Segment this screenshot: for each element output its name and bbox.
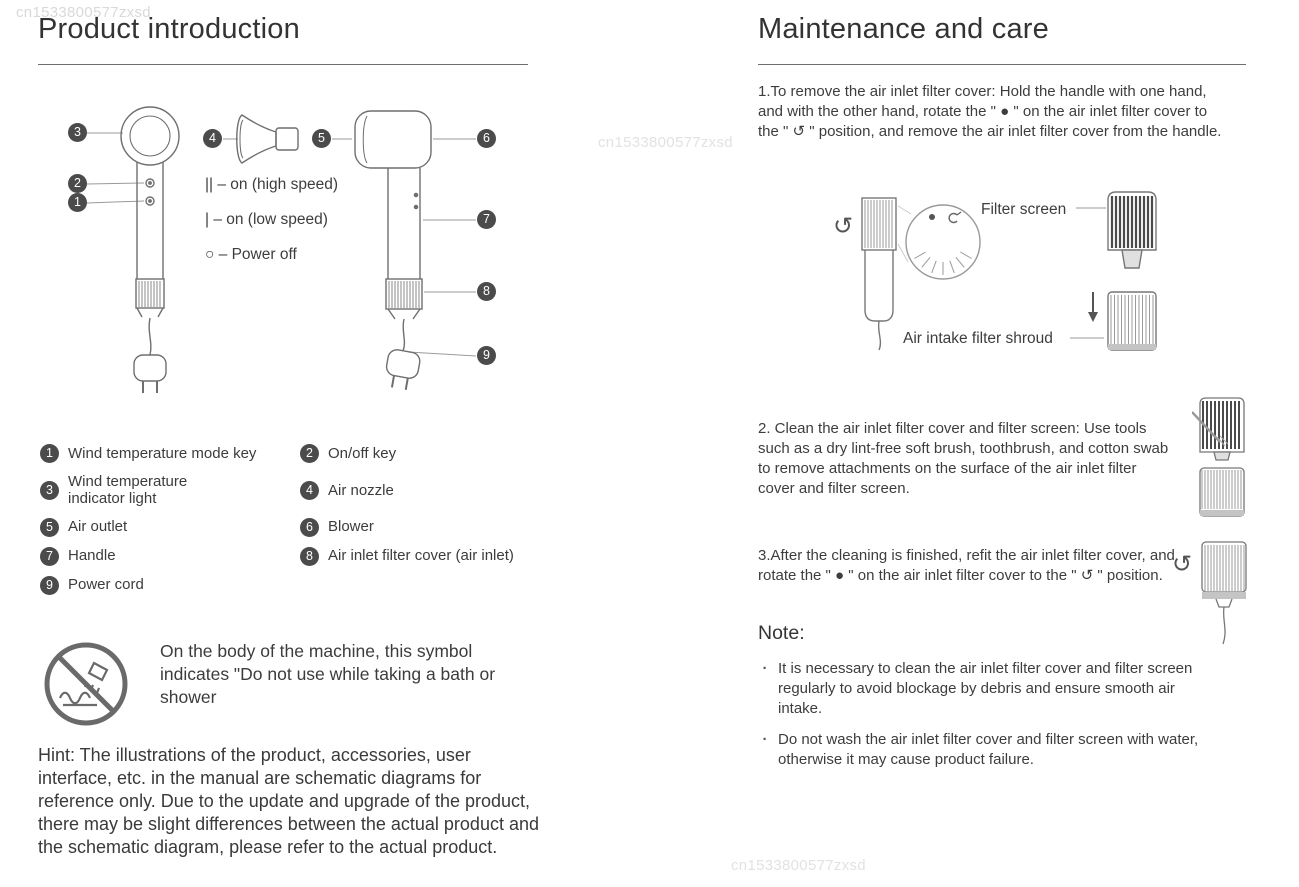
part-number: 6	[300, 517, 319, 537]
legend-high-speed: || – on (high speed)	[205, 176, 338, 193]
watermark: cn1533800577zxsd	[731, 857, 866, 874]
cleaning-illustration	[1191, 397, 1245, 517]
rotate-arrow-icon: ↺	[1172, 551, 1193, 578]
filter-removal-illustration	[861, 191, 1157, 351]
part-label: Air nozzle	[328, 481, 394, 499]
page-title-right: Maintenance and care	[758, 13, 1049, 45]
hint-text: Hint: The illustrations of the product, …	[38, 745, 539, 857]
part-label: Air outlet	[68, 518, 128, 536]
watermark: cn1533800577zxsd	[598, 134, 733, 151]
part-item-7: 7 Handle	[40, 546, 300, 566]
part-item-8: 8 Air inlet filter cover (air inlet)	[300, 546, 548, 566]
no-shower-warning: On the body of the machine, this symbol …	[42, 640, 522, 728]
page-title-left: Product introduction	[38, 13, 300, 45]
part-number: 3	[40, 480, 59, 500]
maintenance-step-2: 2. Clean the air inlet filter cover and …	[758, 420, 1169, 497]
warning-text: On the body of the machine, this symbol …	[160, 641, 496, 707]
part-number: 8	[300, 546, 319, 566]
maintenance-step-3: 3.After the cleaning is finished, refit …	[758, 547, 1175, 584]
hair-dryer-illustration	[86, 106, 477, 393]
callout-2: 2	[68, 174, 87, 193]
callout-6: 6	[477, 129, 496, 148]
part-item-9: 9 Power cord	[40, 575, 300, 595]
callout-9: 9	[477, 346, 496, 365]
hair-dryer-diagram: 1 2 3 4 5 6 7 8 9 || – on (high speed) |…	[40, 95, 540, 430]
cleaning-diagram	[1191, 396, 1252, 521]
note-text: It is necessary to clean the air inlet f…	[778, 660, 1193, 717]
callout-4: 4	[203, 129, 222, 148]
part-label: Power cord	[68, 576, 144, 594]
note-item: · Do not wash the air inlet filter cover…	[760, 730, 1212, 770]
part-label: Wind temperature mode key	[68, 444, 257, 462]
rotate-arrow-icon: ↺	[833, 213, 854, 240]
part-label: Handle	[68, 547, 116, 565]
part-label: Air inlet filter cover (air inlet)	[328, 547, 514, 565]
dryer-front-view	[120, 106, 180, 393]
callout-8: 8	[477, 282, 496, 301]
notes-list: · It is necessary to clean the air inlet…	[760, 659, 1212, 781]
part-number: 9	[40, 575, 59, 595]
maintenance-step-1: 1.To remove the air inlet filter cover: …	[758, 83, 1222, 140]
filter-screen-label: Filter screen	[981, 201, 1067, 218]
part-number: 1	[40, 444, 59, 463]
note-item: · It is necessary to clean the air inlet…	[760, 659, 1212, 719]
part-label: Blower	[328, 518, 374, 536]
part-number: 2	[300, 444, 319, 463]
switch-legend: || – on (high speed) | – on (low speed) …	[205, 167, 338, 272]
bullet-dot-icon: ·	[762, 731, 768, 748]
callout-7: 7	[477, 210, 496, 229]
part-label: Wind temperature indicator light	[68, 473, 188, 508]
note-text: Do not wash the air inlet filter cover a…	[778, 731, 1199, 768]
part-item-2: 2 On/off key	[300, 444, 548, 463]
title-rule	[38, 64, 528, 65]
filter-removal-diagram: ↺ Filter screen Air intake filter shroud	[795, 188, 1207, 370]
part-item-3: 3 Wind temperature indicator light	[40, 473, 300, 508]
part-number: 7	[40, 546, 59, 566]
legend-low-speed: | – on (low speed)	[205, 211, 328, 228]
callout-1: 1	[68, 193, 87, 212]
part-item-5: 5 Air outlet	[40, 517, 300, 537]
watermark: cn1533800577zxsd	[16, 4, 151, 21]
part-number: 4	[300, 480, 319, 500]
note-heading: Note:	[758, 622, 805, 644]
part-item-4: 4 Air nozzle	[300, 480, 548, 500]
part-number: 5	[40, 517, 59, 537]
refit-illustration	[1201, 541, 1247, 645]
part-label: On/off key	[328, 444, 397, 462]
part-item-1: 1 Wind temperature mode key	[40, 444, 300, 463]
air-intake-shroud-label: Air intake filter shroud	[903, 330, 1053, 347]
bullet-dot-icon: ·	[762, 660, 768, 677]
refit-diagram: ↺	[1172, 538, 1252, 650]
no-shower-icon	[44, 642, 128, 726]
parts-legend-list: 1 Wind temperature mode key 2 On/off key 3…	[40, 444, 548, 595]
part-item-6: 6 Blower	[300, 517, 548, 537]
legend-power-off: ○ – Power off	[205, 246, 297, 263]
dryer-side-view	[354, 110, 432, 391]
callout-3: 3	[68, 123, 87, 142]
air-nozzle-illustration	[236, 114, 299, 164]
callout-5: 5	[312, 129, 331, 148]
title-rule	[758, 64, 1246, 65]
